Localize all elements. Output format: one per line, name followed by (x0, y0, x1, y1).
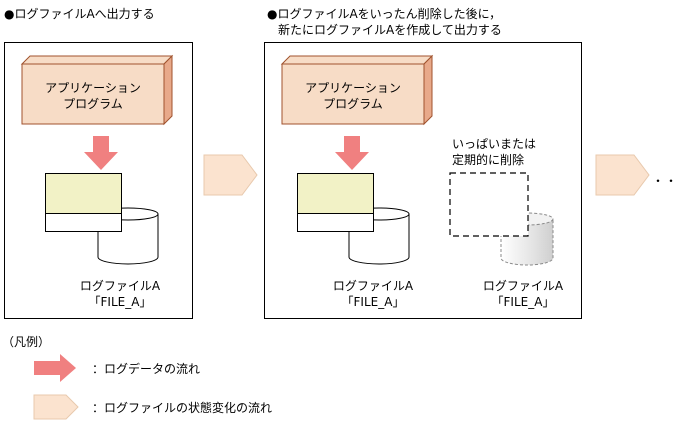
state-change-arrow-1 (203, 154, 258, 196)
right-app-label-2: プログラム (323, 97, 383, 111)
legend-log-flow-label: ：ログデータの流れ (92, 362, 201, 376)
deleted-file-label-2: 「FILE_A」 (491, 295, 555, 309)
left-app-label-2: プログラム (63, 97, 123, 111)
right-file-label-2: 「FILE_A」 (341, 295, 405, 309)
legend-state-flow-label: ：ログファイルの状態変化の流れ (92, 401, 273, 415)
continuation-ellipsis: ・・・ (652, 174, 679, 188)
left-app-box (20, 54, 174, 126)
left-file-label-2: 「FILE_A」 (88, 295, 152, 309)
left-app-label-1: アプリケーション (45, 81, 141, 95)
deleted-file-label-1: ログファイルA (482, 279, 564, 293)
right-app-label-1: アプリケーション (305, 81, 401, 95)
state-change-arrow-2 (595, 154, 650, 196)
right-log-file (297, 173, 374, 232)
left-log-file (45, 173, 122, 232)
deleted-note-line1: いっぱいまたは (452, 137, 537, 151)
right-log-arrow (335, 136, 369, 170)
legend-state-flow-arrow (33, 394, 79, 420)
left-file-label-1: ログファイルA (79, 279, 161, 293)
right-heading-line1: ●ログファイルAをいったん削除した後に， (267, 7, 502, 21)
left-heading: ●ログファイルAへ出力する (4, 7, 155, 21)
right-file-label-1: ログファイルA (332, 279, 414, 293)
legend-title: （凡例） (2, 335, 51, 349)
right-app-box (280, 54, 434, 126)
left-log-arrow (84, 136, 118, 170)
deleted-log-file (449, 172, 529, 237)
deleted-note-line2: 定期的に削除 (452, 153, 525, 167)
right-heading-line2: 新たにログファイルAを作成して出力する (278, 23, 502, 37)
legend-log-flow-arrow (34, 354, 76, 382)
